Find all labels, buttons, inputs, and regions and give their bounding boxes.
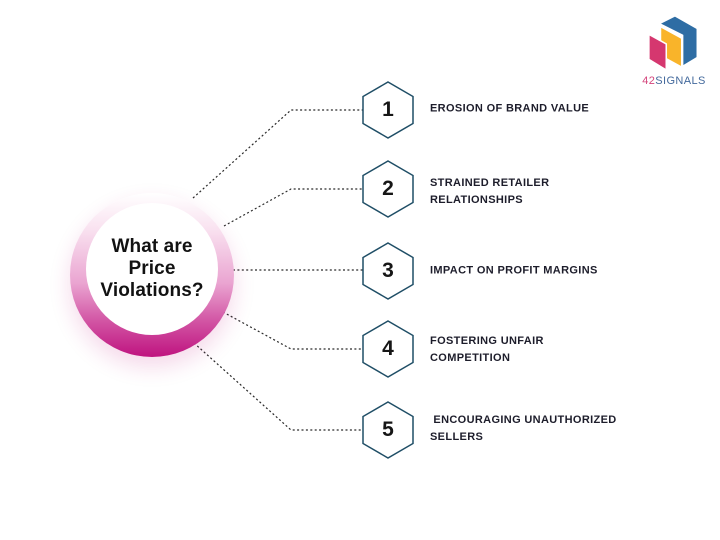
item-label-2: STRAINED RETAILER RELATIONSHIPS [430, 177, 550, 206]
brand-logo: 42SIGNALS [636, 14, 712, 87]
hexagon-icon [362, 242, 414, 300]
brand-name-prefix: 42 [642, 75, 656, 87]
connector-line-1 [192, 109, 363, 199]
central-title-line2: Violations? [100, 280, 204, 301]
cube-logo-icon [648, 15, 698, 71]
item-label-4: FOSTERING UNFAIR COMPETITION [430, 335, 544, 364]
item-label-1: EROSION OF BRAND VALUE [430, 102, 590, 115]
brand-name-suffix: SIGNALS [655, 75, 706, 87]
hexagon-icon [362, 81, 414, 139]
hexagon-item-3: 3 [362, 242, 414, 300]
hexagon-icon [362, 160, 414, 218]
hexagon-number-3: 3 [382, 259, 394, 282]
hexagon-number-2: 2 [382, 177, 394, 200]
item-label-3: IMPACT ON PROFIT MARGINS [430, 264, 598, 277]
hexagon-number-5: 5 [382, 418, 394, 441]
connector-line-5 [193, 342, 363, 431]
brand-name: 42SIGNALS [636, 75, 712, 87]
connector-line-4 [222, 311, 363, 350]
hexagon-icon [362, 320, 414, 378]
hexagon-item-4: 4 [362, 320, 414, 378]
hexagon-item-2: 2 [362, 160, 414, 218]
central-circle: What are Price Violations? [70, 193, 234, 357]
connector-line-2 [223, 188, 363, 227]
hexagon-icon [362, 401, 414, 459]
hexagon-number-1: 1 [382, 98, 394, 121]
hexagon-number-4: 4 [382, 337, 394, 360]
item-label-5: ENCOURAGING UNAUTHORIZED SELLERS [430, 414, 617, 443]
hexagon-item-5: 5 [362, 401, 414, 459]
central-title-line1: What are Price [111, 236, 193, 279]
central-circle-inner: What are Price Violations? [86, 203, 218, 335]
hexagon-item-1: 1 [362, 81, 414, 139]
